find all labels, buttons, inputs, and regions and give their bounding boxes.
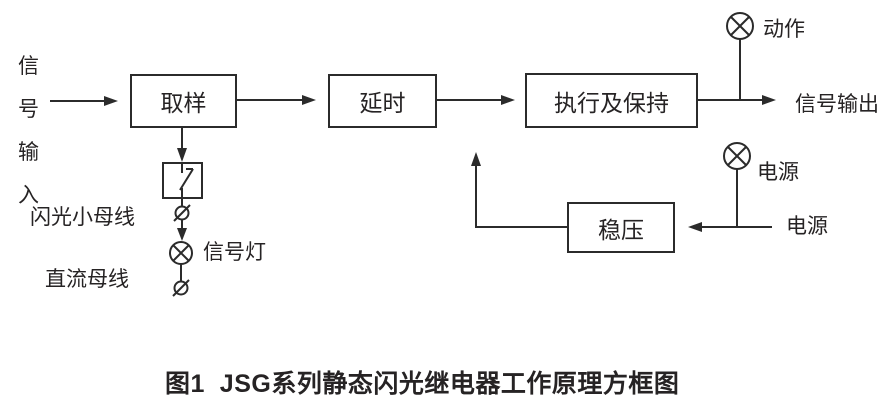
arrow-to-signal-lamp [177,220,187,241]
signal-input-label: 信 号 输 入 [18,56,39,207]
flash-bus-terminal-icon [173,204,191,222]
power-source-label: 电源 [786,215,828,238]
dc-bus-terminal-icon [172,279,190,297]
arrow-power-to-regulator [688,222,772,232]
signal-output-label: 信号输出 [795,93,879,116]
block-execute-hold: 执行及保持 [525,73,698,128]
signal-input-char: 入 [18,184,39,207]
signal-input-char: 信 [18,55,39,78]
action-lamp-icon [726,12,754,100]
arrow-sampling-down [177,128,187,162]
signal-input-char: 号 [18,98,39,121]
block-regulator: 稳压 [567,202,675,253]
figure-caption: 图1 JSG系列静态闪光继电器工作原理方框图 [165,370,680,398]
dc-bus-label: 直流母线 [45,268,129,291]
block-delay: 延时 [328,74,437,128]
signal-lamp-icon [169,241,193,281]
power-indicator-label: 电源 [757,161,799,184]
input-arrow [50,96,118,106]
action-lamp-label: 动作 [763,18,805,41]
signal-input-char: 输 [18,141,39,164]
signal-lamp-label: 信号灯 [203,241,266,264]
power-lamp-icon [723,142,751,227]
switch-contact-icon [162,162,203,206]
flash-bus-label: 闪光小母线 [30,206,135,229]
block-sampling: 取样 [130,74,237,128]
arrow-output [698,95,776,105]
arrow-sampling-to-delay [237,95,316,105]
arrow-regulator-to-execute [471,152,567,228]
arrow-delay-to-execute [437,95,515,105]
